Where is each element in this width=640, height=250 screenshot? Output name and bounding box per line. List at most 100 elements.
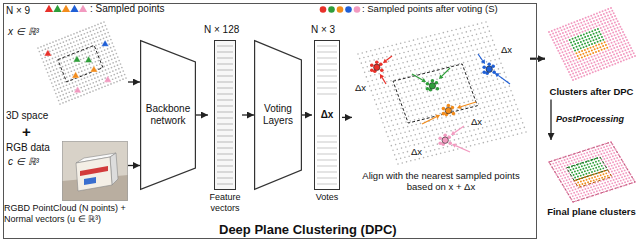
point xyxy=(597,69,599,71)
point xyxy=(446,81,448,83)
point xyxy=(621,28,623,30)
sampled-point xyxy=(445,107,451,113)
point xyxy=(90,50,92,52)
vote-arrowhead xyxy=(481,59,485,64)
point xyxy=(602,45,604,47)
point xyxy=(572,168,574,170)
point xyxy=(423,42,425,44)
point xyxy=(586,32,588,34)
point xyxy=(479,68,481,70)
stripe xyxy=(217,76,233,77)
point xyxy=(590,47,592,49)
point xyxy=(392,110,394,112)
point xyxy=(505,126,507,128)
point xyxy=(597,34,599,36)
point xyxy=(455,104,457,106)
point xyxy=(604,28,606,30)
point xyxy=(594,23,596,25)
point xyxy=(572,79,574,81)
point xyxy=(568,58,570,60)
point xyxy=(484,31,486,33)
point xyxy=(89,83,91,85)
point xyxy=(491,50,493,52)
point xyxy=(597,175,599,177)
point xyxy=(104,49,106,51)
stripe xyxy=(217,142,233,143)
point xyxy=(374,74,376,76)
point xyxy=(628,57,630,59)
point xyxy=(598,43,600,45)
point xyxy=(582,66,584,68)
point xyxy=(587,187,589,189)
point xyxy=(479,133,481,135)
point xyxy=(406,111,408,113)
point xyxy=(611,23,613,25)
point xyxy=(515,104,517,106)
point xyxy=(375,89,377,91)
point xyxy=(386,131,388,133)
point xyxy=(114,57,116,59)
point xyxy=(580,181,582,183)
point xyxy=(84,33,86,35)
point xyxy=(607,62,609,64)
point xyxy=(578,58,580,60)
point xyxy=(121,75,123,77)
point xyxy=(57,63,59,65)
point xyxy=(565,66,567,68)
point xyxy=(91,34,93,36)
point xyxy=(449,50,451,52)
point xyxy=(94,41,96,43)
point xyxy=(474,144,476,146)
point xyxy=(487,141,489,143)
vote-arrow xyxy=(498,75,510,84)
stripe xyxy=(217,106,233,107)
point xyxy=(612,57,614,59)
point xyxy=(70,51,72,53)
point xyxy=(577,61,579,63)
point xyxy=(364,72,366,74)
point xyxy=(389,75,391,77)
point xyxy=(59,75,61,77)
point xyxy=(381,117,383,119)
point xyxy=(113,46,115,48)
point xyxy=(488,131,490,133)
point xyxy=(435,139,437,141)
point xyxy=(620,54,622,56)
point xyxy=(396,134,398,136)
point xyxy=(468,51,470,53)
stripe xyxy=(317,172,337,173)
point xyxy=(413,39,415,41)
point xyxy=(485,21,487,23)
point xyxy=(77,96,79,98)
point xyxy=(421,37,423,39)
point xyxy=(584,43,586,45)
point xyxy=(93,57,95,59)
stripe xyxy=(317,184,337,185)
point xyxy=(605,50,607,52)
point xyxy=(581,50,583,52)
point xyxy=(109,63,111,65)
point xyxy=(465,41,467,43)
bar-outline xyxy=(315,41,340,190)
point xyxy=(373,84,375,86)
point xyxy=(582,156,584,158)
point xyxy=(427,131,429,133)
point xyxy=(604,41,606,43)
point xyxy=(458,113,460,115)
point xyxy=(592,39,594,41)
point xyxy=(408,141,410,143)
voted-point xyxy=(482,70,486,74)
point xyxy=(409,55,411,57)
point xyxy=(575,161,577,163)
point xyxy=(584,55,586,57)
point xyxy=(629,44,631,46)
point xyxy=(77,68,79,70)
point xyxy=(62,74,64,76)
point xyxy=(577,170,579,172)
point xyxy=(103,66,105,68)
point xyxy=(619,45,621,47)
vote-arrowhead xyxy=(452,143,457,147)
scene-points xyxy=(357,21,527,165)
point xyxy=(597,187,599,189)
point xyxy=(584,164,586,166)
